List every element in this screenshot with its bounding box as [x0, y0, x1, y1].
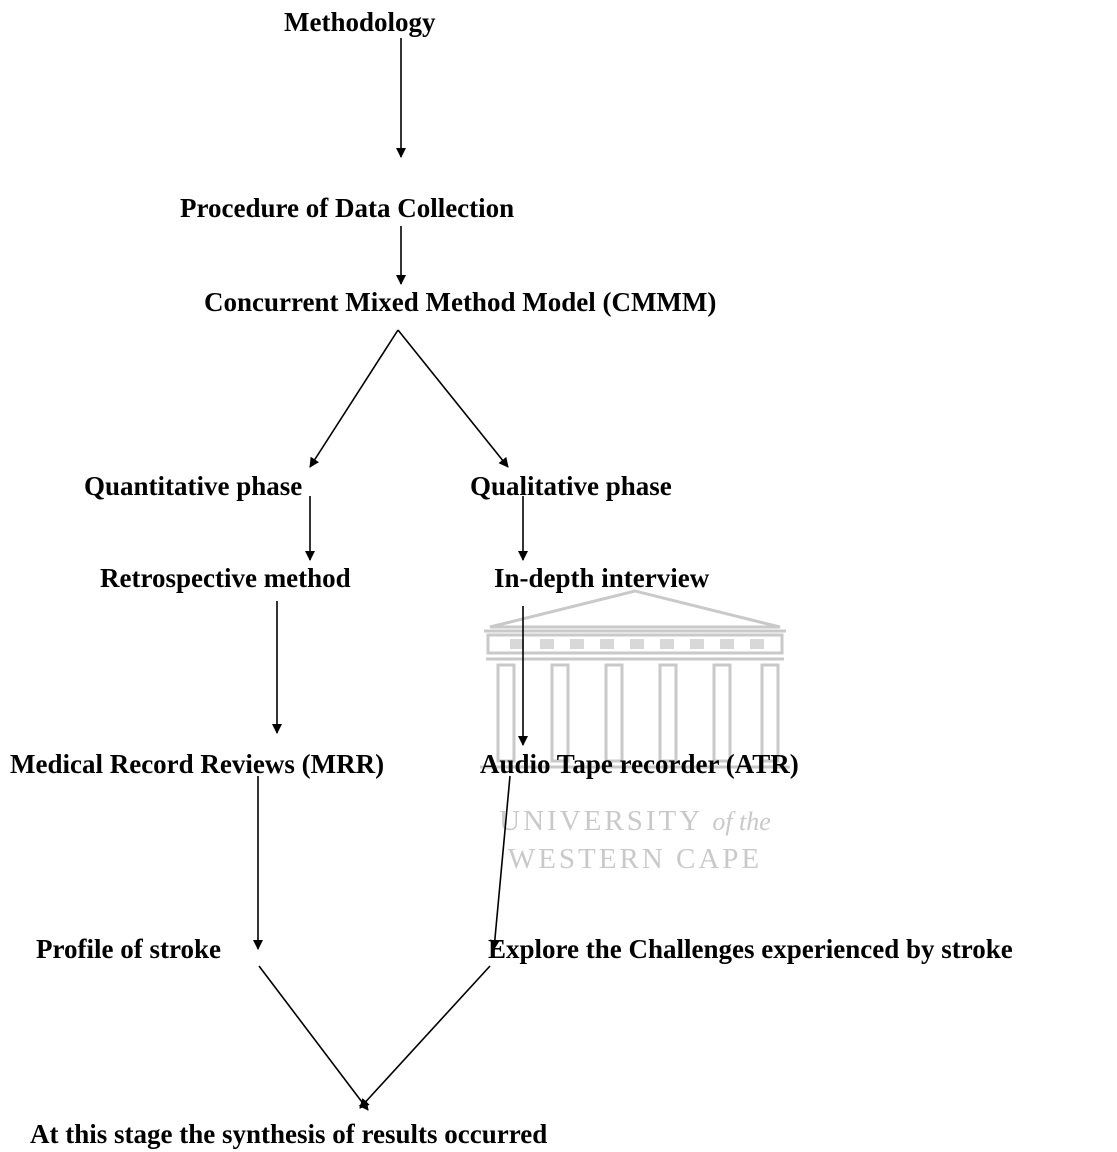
- node-in-depth-interview: In-depth interview: [494, 563, 710, 593]
- watermark-university-text: UNIVERSITY of the: [499, 805, 771, 837]
- node-medical-record-reviews: Medical Record Reviews (MRR): [10, 749, 385, 779]
- node-retrospective-method: Retrospective method: [100, 563, 351, 593]
- node-synthesis-of-results: At this stage the synthesis of results o…: [30, 1119, 548, 1149]
- node-qualitative-phase: Qualitative phase: [470, 471, 672, 501]
- university-watermark: UNIVERSITY of the WESTERN CAPE: [470, 585, 800, 885]
- university-building-icon: [480, 589, 790, 769]
- node-profile-of-stroke: Profile of stroke: [36, 934, 221, 964]
- node-procedure-of-data-collection: Procedure of Data Collection: [180, 193, 515, 223]
- watermark-western-cape-text: WESTERN CAPE: [507, 843, 763, 875]
- node-cmmm: Concurrent Mixed Method Model (CMMM): [204, 287, 717, 317]
- node-methodology: Methodology: [284, 7, 436, 37]
- arrow-cmmm-to-quantitative: [309, 329, 399, 468]
- node-quantitative-phase: Quantitative phase: [84, 471, 303, 501]
- arrow-cmmm-to-qualitative: [397, 329, 509, 468]
- arrow-explore-to-synthesis: [359, 965, 491, 1109]
- arrow-profile-to-synthesis: [258, 965, 369, 1111]
- arrow-atr-to-explore: [489, 775, 511, 950]
- node-explore-challenges: Explore the Challenges experienced by st…: [488, 934, 1013, 964]
- node-audio-tape-recorder: Audio Tape recorder (ATR): [480, 749, 799, 779]
